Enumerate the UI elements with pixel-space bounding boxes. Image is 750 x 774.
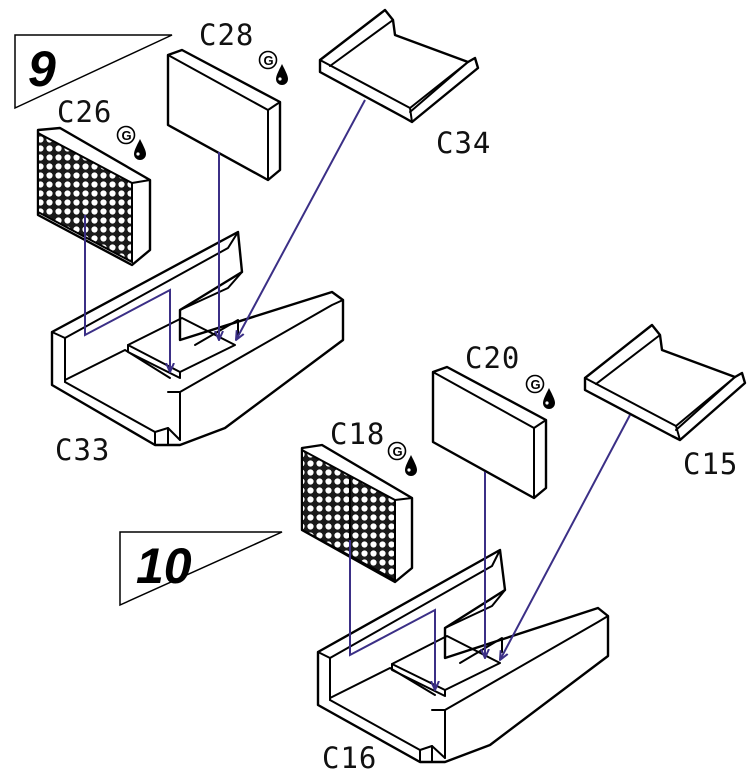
part-label-frame: C33 bbox=[55, 433, 110, 467]
grille-part bbox=[36, 126, 152, 267]
step-9-badge: 9 bbox=[14, 34, 173, 110]
panel-part bbox=[431, 365, 548, 500]
svg-text:G: G bbox=[531, 377, 541, 392]
tray-part bbox=[583, 323, 747, 442]
glue-icon: G bbox=[525, 374, 556, 410]
step-number: 9 bbox=[28, 41, 56, 97]
glue-icon: G bbox=[387, 441, 418, 477]
step-10-badge: 10 bbox=[119, 531, 283, 607]
grille-part bbox=[300, 443, 414, 584]
tray-part bbox=[318, 8, 480, 124]
glue-icon: G bbox=[258, 50, 289, 86]
part-label-tray: C15 bbox=[683, 447, 738, 481]
panel-part bbox=[166, 48, 282, 182]
step-number: 10 bbox=[136, 538, 192, 594]
part-label-frame: C16 bbox=[322, 741, 377, 774]
svg-text:G: G bbox=[122, 128, 132, 143]
part-label-grille: C26 bbox=[57, 95, 112, 129]
glue-icon: G bbox=[116, 125, 147, 161]
part-label-panel: C20 bbox=[465, 341, 520, 375]
assembly-arrows bbox=[84, 99, 366, 372]
step-9: 9 bbox=[14, 8, 491, 467]
assembly-arrows bbox=[349, 414, 631, 690]
svg-text:G: G bbox=[264, 53, 274, 68]
part-label-panel: C28 bbox=[199, 18, 254, 52]
part-label-grille: C18 bbox=[330, 417, 385, 451]
svg-text:G: G bbox=[393, 444, 403, 459]
step-10: 10 bbox=[119, 323, 747, 774]
part-label-tray: C34 bbox=[436, 126, 491, 160]
frame-part bbox=[50, 230, 345, 447]
frame-part bbox=[316, 548, 610, 764]
